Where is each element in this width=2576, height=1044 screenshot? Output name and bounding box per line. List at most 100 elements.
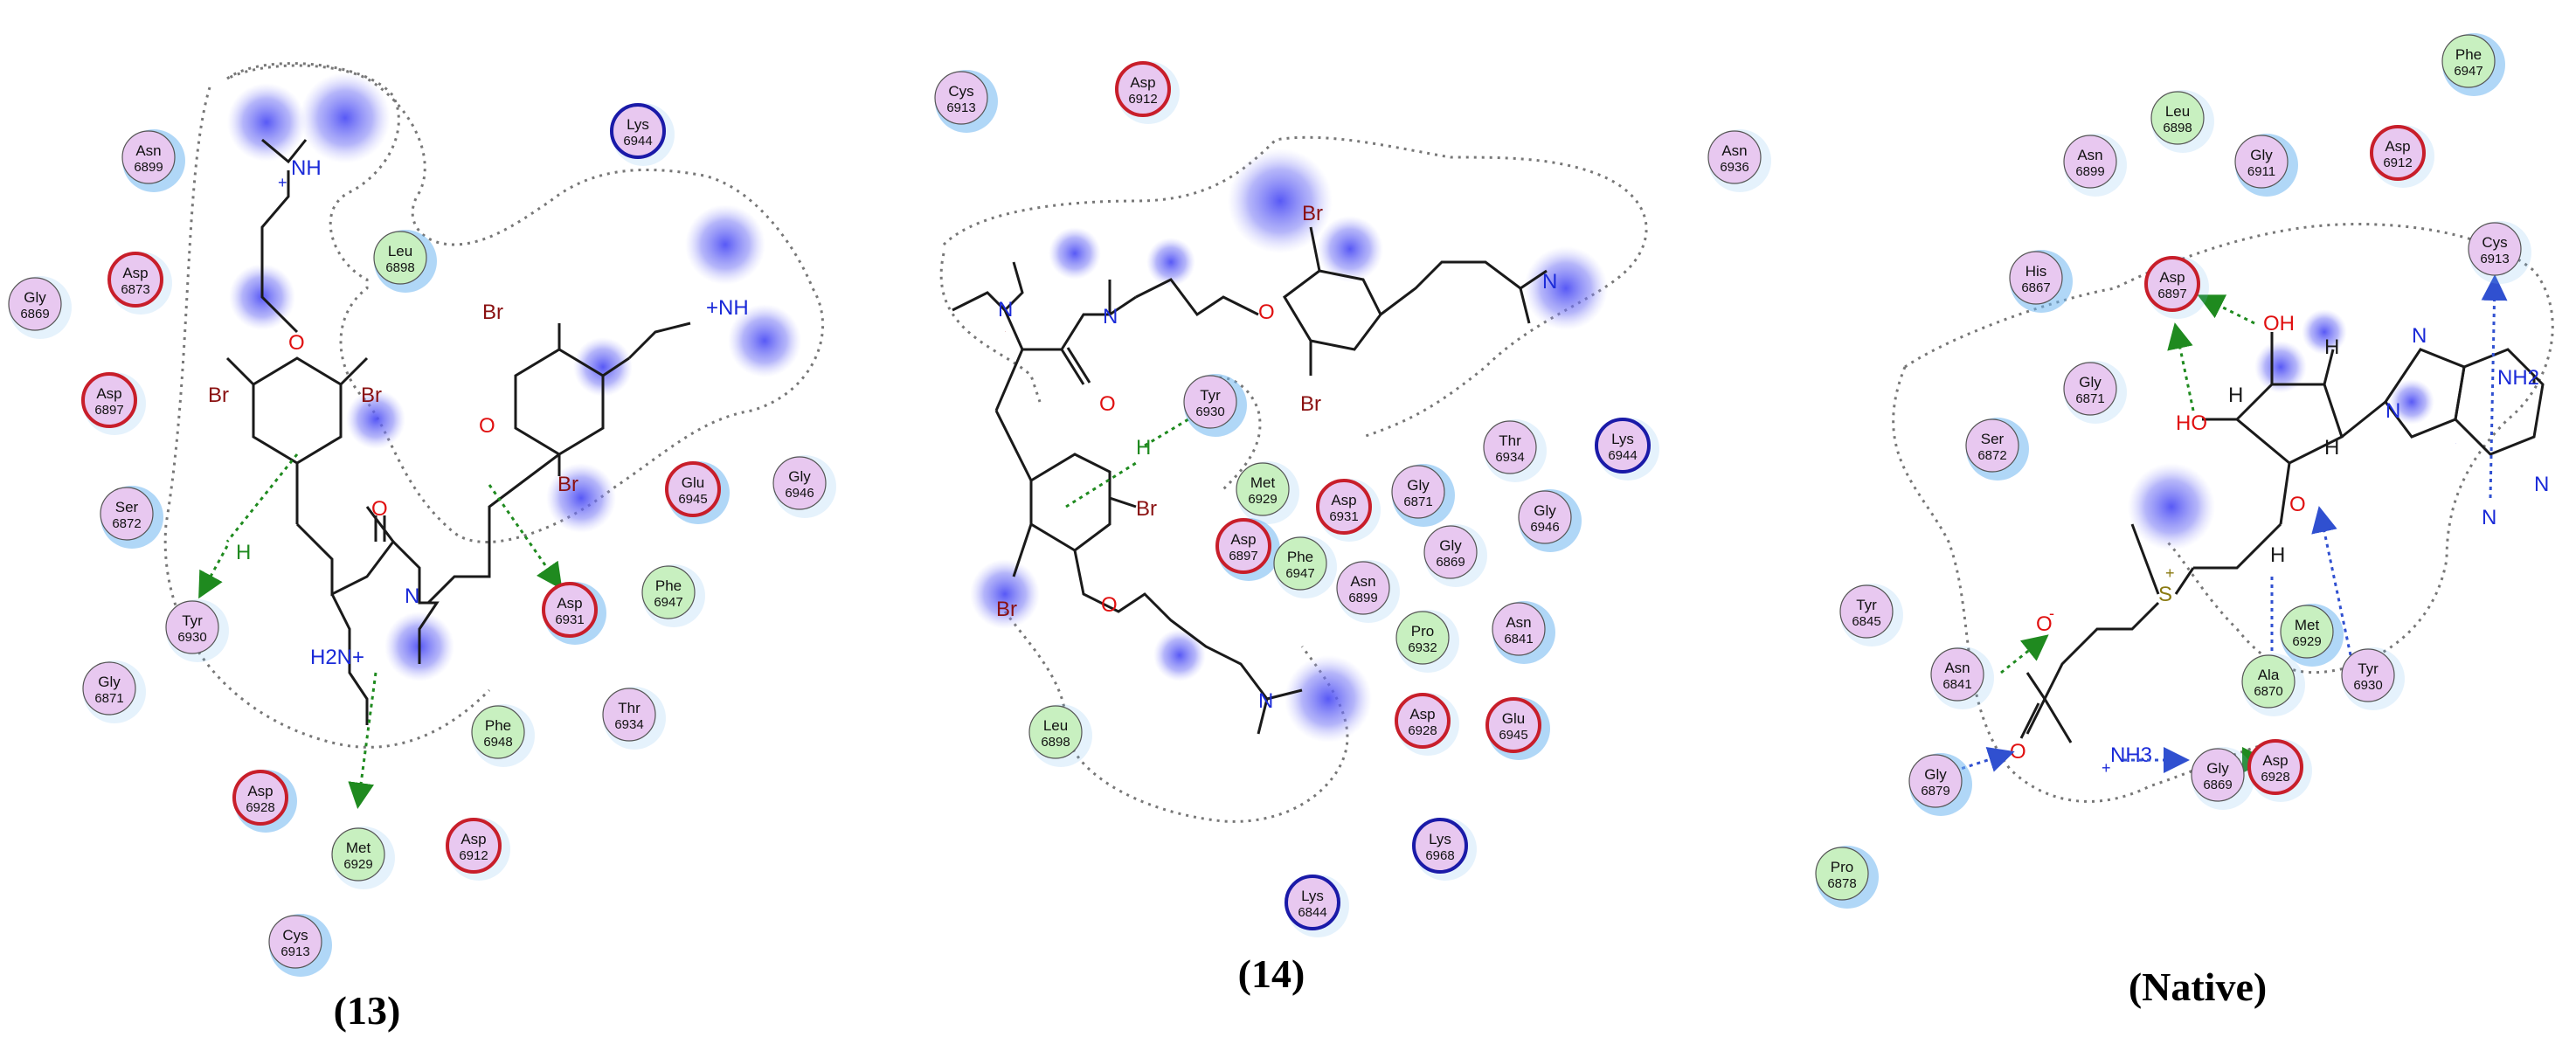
- residue-name: Asn: [2077, 147, 2102, 163]
- residue-number: 6947: [1285, 566, 1314, 581]
- residue-name: Gly: [2079, 374, 2102, 391]
- residue-name: Gly: [1534, 502, 1556, 519]
- residue-number: 6947: [654, 595, 682, 610]
- residue-name: Phe: [1287, 549, 1313, 565]
- residue-disc: [1395, 693, 1451, 749]
- residue-name: Asp: [96, 385, 121, 402]
- residue-name: Asp: [2385, 138, 2410, 155]
- residue-number: 6930: [177, 630, 206, 645]
- residue-number: 6947: [2454, 64, 2483, 79]
- residue-number: 6899: [134, 160, 163, 175]
- atom-label: H: [2270, 543, 2285, 567]
- residue-number: 6869: [1436, 555, 1465, 570]
- residue-number: 6897: [2157, 287, 2186, 301]
- residue-number: 6931: [1329, 509, 1358, 524]
- residue-name: Asp: [1130, 74, 1155, 91]
- residue-disc: [772, 456, 827, 510]
- residue-name: Cys: [948, 83, 973, 100]
- residue-disc: [1391, 465, 1445, 519]
- residue-number: 6869: [2203, 778, 2232, 792]
- residue-number: 6897: [94, 403, 123, 418]
- ligand-13-interactions: [198, 453, 563, 809]
- residue-name: Leu: [2165, 103, 2190, 120]
- contact-blob: [546, 463, 616, 533]
- residue-disc: [934, 71, 988, 125]
- atom-label: O: [479, 414, 495, 438]
- residue-number: 6872: [1977, 448, 2006, 463]
- atom-label: Br: [208, 384, 229, 407]
- residue-number: 6946: [1530, 520, 1559, 535]
- residue-name: Asn: [1944, 660, 1970, 676]
- residue-number: 6871: [2075, 391, 2104, 406]
- residue-disc: [1395, 611, 1450, 665]
- residue-number: 6898: [1041, 735, 1070, 750]
- native-atoms: OH H H HO H N N N NH2 N N O H S + O - O …: [2010, 312, 2549, 777]
- residue-number: 6944: [1608, 448, 1637, 463]
- residue-number: 6841: [1942, 677, 1971, 692]
- residue-number: 6844: [1298, 905, 1326, 920]
- atom-label: +: [278, 174, 287, 191]
- residue-disc: [1595, 418, 1651, 474]
- residue-number: 6898: [2163, 121, 2192, 135]
- residue-name: Asn: [135, 142, 161, 159]
- residue-disc: [1930, 647, 1984, 702]
- residue-name: Asn: [1350, 573, 1375, 590]
- atom-label: O: [2289, 493, 2306, 516]
- residue-name: Asp: [1230, 531, 1256, 548]
- residue-disc: [1316, 479, 1372, 535]
- atom-label: N: [1103, 305, 1118, 328]
- residue-name: Tyr: [1200, 387, 1221, 404]
- residue-disc: [610, 103, 666, 159]
- atom-label: N: [998, 298, 1013, 321]
- contact-blob: [2128, 463, 2215, 550]
- residue-disc: [165, 600, 219, 654]
- residue-name: Glu: [682, 474, 704, 491]
- contact-blob: [1153, 629, 1206, 681]
- atom-label: H2N+: [310, 646, 364, 669]
- residue-number: 6968: [1425, 848, 1454, 863]
- atom-label: O: [2036, 612, 2053, 636]
- atom-label: O: [288, 331, 305, 355]
- residue-name: Ala: [2258, 667, 2280, 683]
- atom-label: NH: [291, 156, 322, 180]
- contact-blob: [970, 559, 1040, 629]
- residue-disc: [1215, 518, 1271, 574]
- residue-number: 6931: [555, 612, 584, 627]
- residue-name: Met: [346, 840, 371, 856]
- atom-label: N: [2534, 473, 2549, 496]
- panel-label-13: (13): [334, 988, 401, 1033]
- contact-blob: [573, 337, 633, 397]
- atom-label: +: [2165, 564, 2175, 582]
- atom-label: S: [2158, 583, 2172, 606]
- residue-number: 6945: [1499, 728, 1527, 743]
- residue-number: 6929: [1248, 492, 1277, 507]
- residue-name: Met: [2295, 617, 2320, 633]
- residue-disc: [1183, 375, 1237, 429]
- contact-blob: [1146, 238, 1195, 287]
- residue-number: 6929: [2292, 634, 2321, 649]
- residue-name: Thr: [1499, 432, 1521, 449]
- panel-13: NH + O Br Br Br Br O O N H2N+ +NH H: [163, 62, 825, 809]
- residue-number: 6897: [1229, 549, 1257, 563]
- residue-number: 6912: [459, 848, 488, 863]
- residue-name: Phe: [485, 717, 511, 734]
